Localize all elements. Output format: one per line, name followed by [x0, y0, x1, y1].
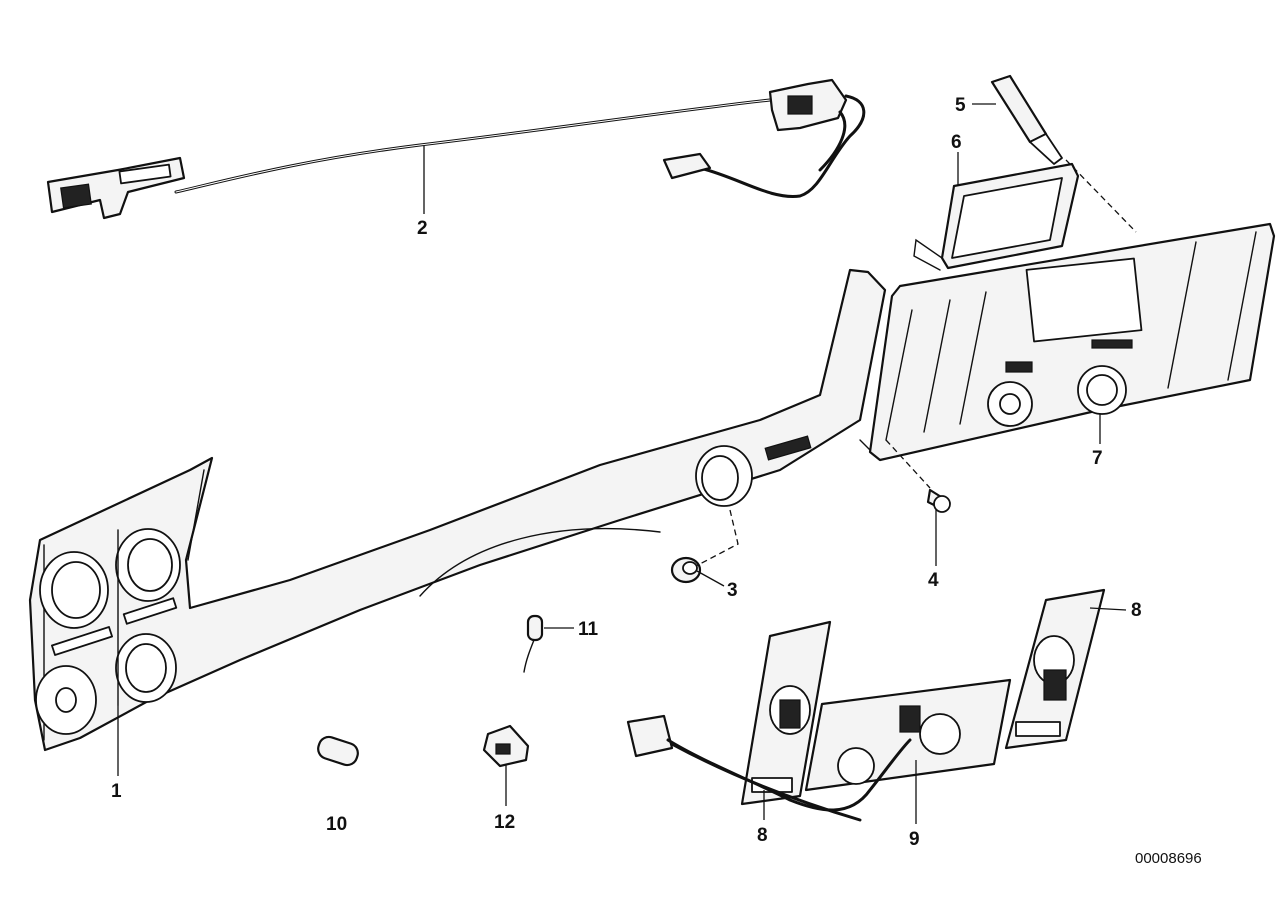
part-5-pin — [990, 74, 1063, 165]
callout-4: 4 — [928, 570, 939, 591]
part-9-harness — [626, 714, 912, 822]
callout-2: 2 — [417, 218, 428, 239]
part-8-board-right — [1004, 588, 1106, 750]
callout-5: 5 — [955, 95, 966, 116]
callout-1: 1 — [111, 781, 122, 802]
part-1-trim-panel — [28, 268, 887, 752]
part-11-bulb — [523, 614, 544, 673]
part-10-sleeve — [317, 735, 359, 767]
part-12-clip — [482, 724, 530, 768]
callout-12: 12 — [494, 812, 515, 833]
callout-8-left: 8 — [757, 825, 768, 846]
part-8-board-left — [740, 620, 832, 806]
callout-9: 9 — [909, 829, 920, 850]
part-9-board-center — [804, 678, 1012, 792]
callout-10: 10 — [326, 814, 347, 835]
callout-7: 7 — [1092, 448, 1103, 469]
reference-number: 00008696 — [1135, 850, 1202, 867]
part-6-display-frame — [913, 162, 1080, 271]
callout-8-right: 8 — [1131, 600, 1142, 621]
part-3-knob — [670, 556, 702, 584]
callout-6: 6 — [951, 132, 962, 153]
callout-11: 11 — [578, 619, 599, 640]
part-2-cable-harness — [46, 78, 866, 220]
part-7-control-panel — [859, 222, 1276, 462]
callout-3: 3 — [727, 580, 738, 601]
part-4-screw — [926, 488, 951, 513]
